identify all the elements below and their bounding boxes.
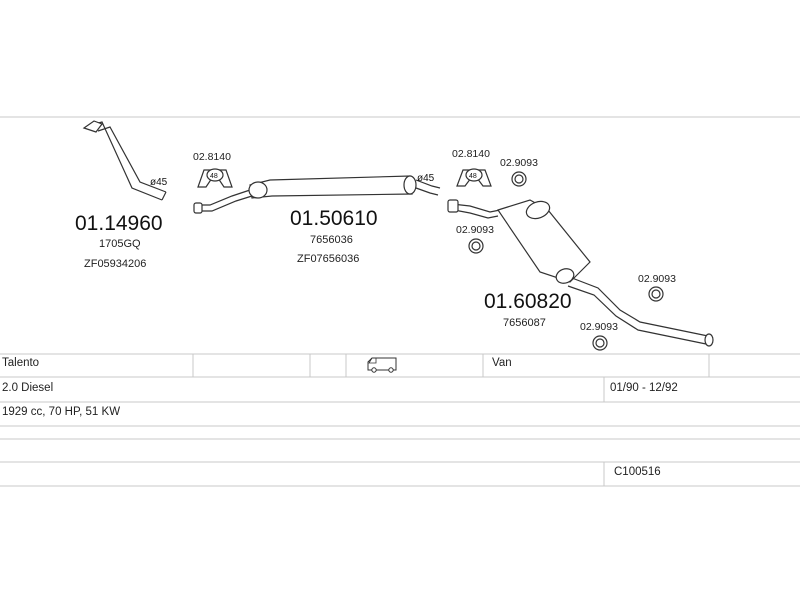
ring-1-number: 02.9093 xyxy=(500,157,538,169)
front-pipe-ref1: 1705GQ xyxy=(99,238,141,250)
center-silencer-part-number: 01.50610 xyxy=(290,207,378,230)
vehicle-table-grid xyxy=(0,353,800,487)
rear-silencer-ref1: 7656087 xyxy=(503,317,546,329)
rear-silencer-part-number: 01.60820 xyxy=(484,290,572,313)
vehicle-body-type: Van xyxy=(492,357,512,369)
vehicle-engine: 2.0 Diesel xyxy=(2,382,54,394)
rear-silencer-part[interactable] xyxy=(447,198,714,347)
center-silencer-part[interactable] xyxy=(193,175,441,214)
clamp-2-size: 48 xyxy=(469,173,477,180)
ring-4-number: 02.9093 xyxy=(580,321,618,333)
front-pipe-ref2: ZF05934206 xyxy=(84,258,146,270)
clamp-1-size: 48 xyxy=(210,173,218,180)
ring-3-icon[interactable] xyxy=(648,286,664,302)
ring-4-icon[interactable] xyxy=(592,335,608,351)
vehicle-model: Talento xyxy=(2,357,40,369)
clamp-1-icon[interactable]: 48 xyxy=(197,168,233,188)
clamp-2-number: 02.8140 xyxy=(452,148,490,160)
clamp-2-icon[interactable]: 48 xyxy=(456,168,492,187)
ring-1-icon[interactable] xyxy=(511,171,527,187)
center-silencer-ref1: 7656036 xyxy=(310,234,353,246)
catalog-code: C100516 xyxy=(614,466,661,478)
center-silencer-diameter: ø45 xyxy=(417,173,435,184)
ring-2-number: 02.9093 xyxy=(456,224,494,236)
van-icon xyxy=(367,357,397,373)
center-silencer-ref2: ZF07656036 xyxy=(297,253,359,265)
clamp-1-number: 02.8140 xyxy=(193,151,231,163)
front-pipe-diameter: ø45 xyxy=(150,177,168,188)
front-pipe-part[interactable] xyxy=(82,120,167,201)
vehicle-specs: 1929 cc, 70 HP, 51 KW xyxy=(2,406,121,418)
vehicle-years: 01/90 - 12/92 xyxy=(610,382,678,394)
front-pipe-part-number: 01.14960 xyxy=(75,212,163,235)
ring-3-number: 02.9093 xyxy=(638,273,676,285)
ring-2-icon[interactable] xyxy=(468,238,484,254)
